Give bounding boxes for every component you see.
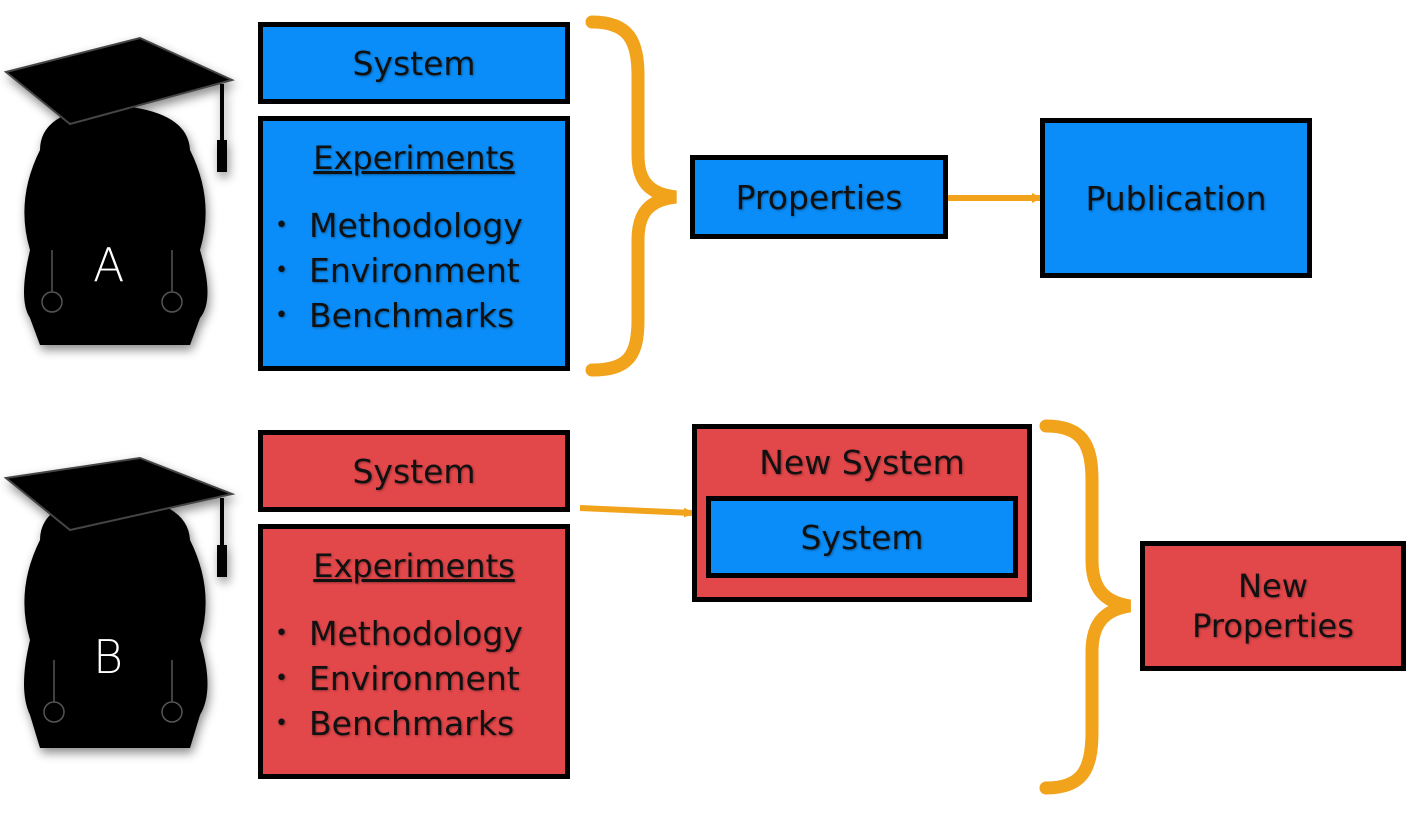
new-system-inner-label: System <box>800 517 924 557</box>
system-b-box: System <box>258 430 570 512</box>
list-item: •Environment <box>275 659 520 698</box>
graduate-b-icon <box>3 456 236 748</box>
system-a-box: System <box>258 22 570 104</box>
arrow-system-to-new-system <box>579 505 694 518</box>
new-properties-box: New Properties <box>1140 541 1406 671</box>
list-item: •Benchmarks <box>275 296 515 335</box>
person-a-label: A <box>93 238 125 292</box>
experiments-a-title: Experiments <box>313 139 515 177</box>
publication-label: Publication <box>1085 178 1267 218</box>
graduate-a-icon <box>3 36 235 345</box>
new-system-inner-system-box: System <box>706 496 1018 578</box>
brace-a-icon <box>585 15 677 377</box>
experiments-a-list: •Methodology •Environment •Benchmarks <box>275 203 523 338</box>
brace-b-icon <box>1039 419 1132 795</box>
list-item: •Environment <box>275 251 520 290</box>
list-item: •Methodology <box>275 206 523 245</box>
new-system-title: New System <box>759 443 965 482</box>
list-item: •Benchmarks <box>275 704 515 743</box>
system-a-label: System <box>352 43 476 83</box>
new-properties-line-1: New <box>1238 567 1308 605</box>
experiments-a-box: Experiments •Methodology •Environment •B… <box>258 116 570 371</box>
experiments-b-title: Experiments <box>313 547 515 585</box>
publication-box: Publication <box>1040 118 1312 278</box>
new-properties-line-2: Properties <box>1192 607 1354 645</box>
experiments-b-box: Experiments •Methodology •Environment •B… <box>258 524 570 779</box>
person-b-label: B <box>93 630 124 684</box>
new-system-box: New System System <box>692 424 1032 602</box>
experiments-b-list: •Methodology •Environment •Benchmarks <box>275 611 523 746</box>
list-item: •Methodology <box>275 614 523 653</box>
properties-box: Properties <box>690 155 948 239</box>
system-b-label: System <box>352 451 476 491</box>
properties-label: Properties <box>735 177 903 217</box>
